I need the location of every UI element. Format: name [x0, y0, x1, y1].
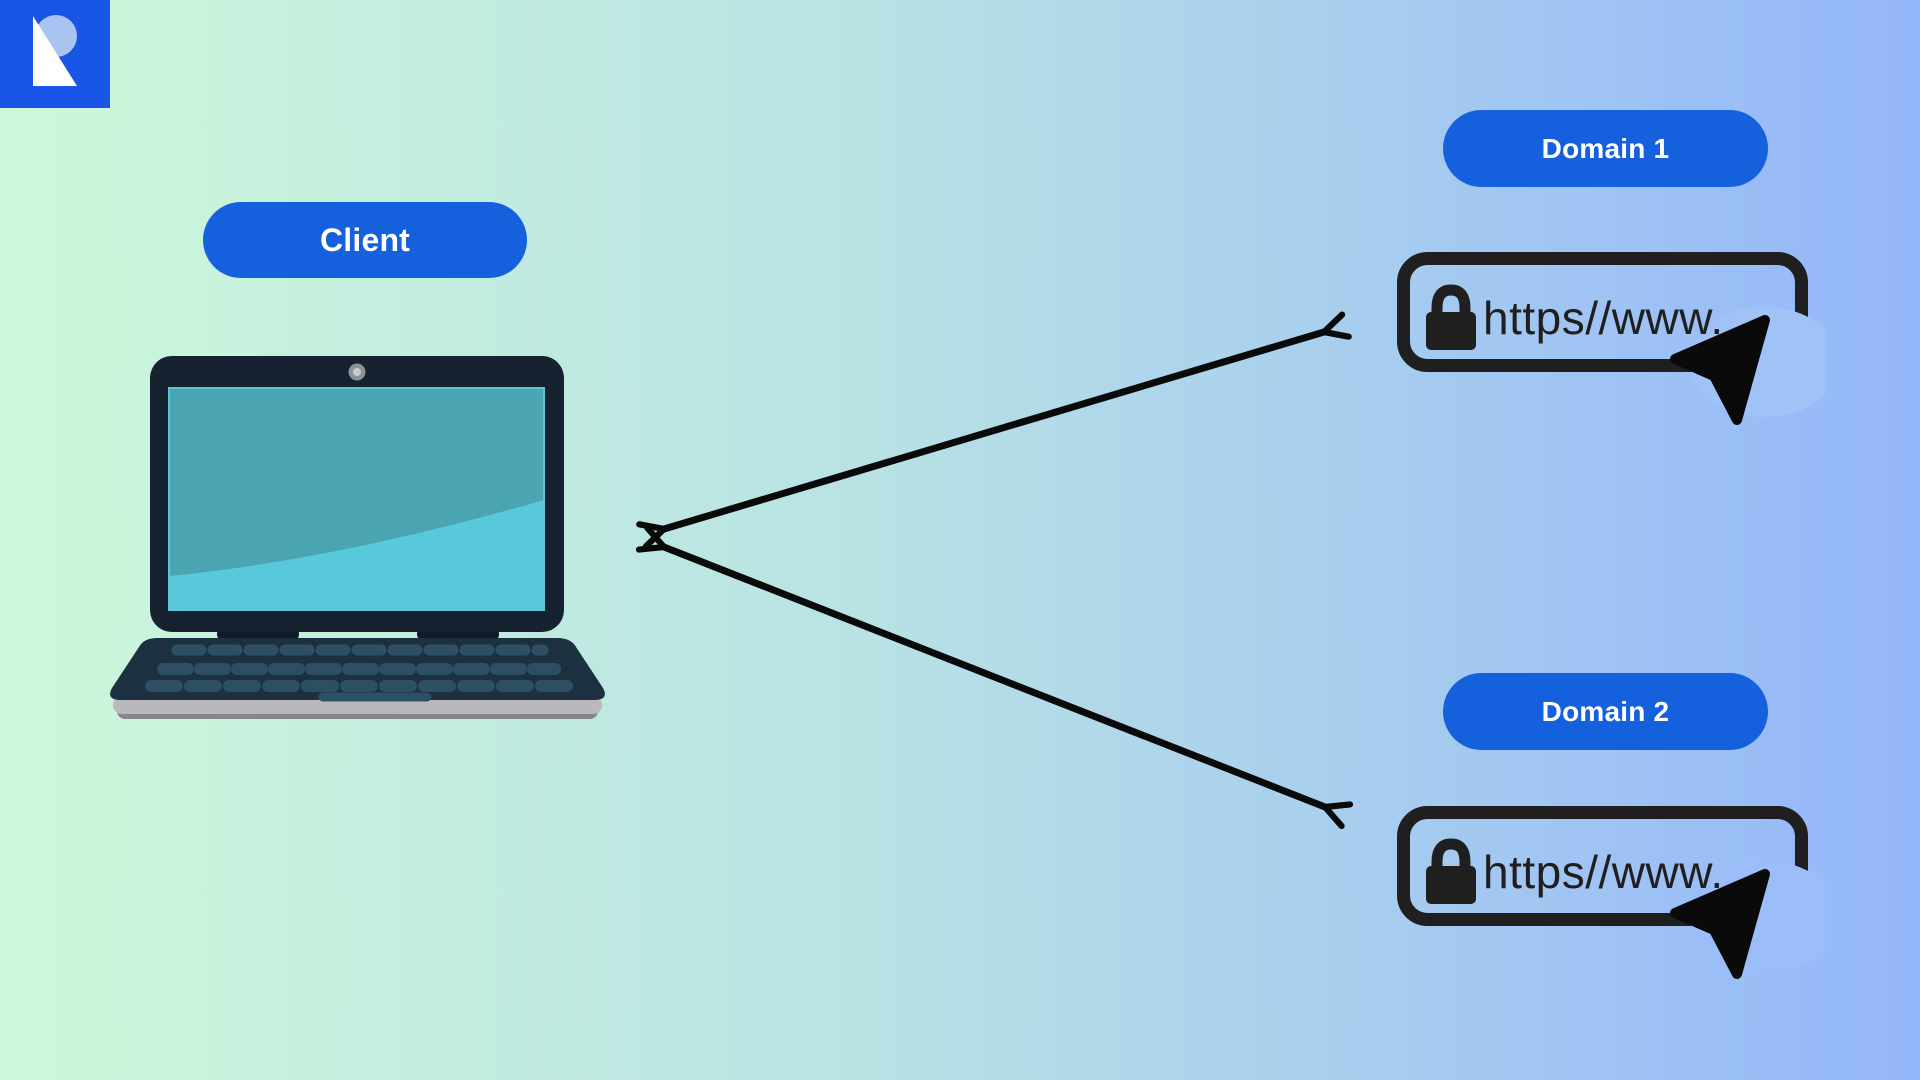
lock-icon	[1426, 312, 1476, 350]
mouse-cursor-icon	[1670, 869, 1770, 979]
domain1-label: Domain 1	[1541, 132, 1670, 164]
laptop-bottom-edge	[113, 696, 602, 714]
screen-highlight	[169, 500, 544, 610]
url-bar-border	[1397, 806, 1808, 926]
url-text: https//www.	[1483, 846, 1724, 898]
lock-icon-shackle	[1431, 284, 1471, 316]
lock-icon-shackle	[1431, 838, 1471, 870]
webcam-lens	[353, 368, 361, 376]
client-label-pill: Client	[203, 202, 527, 278]
client-label: Client	[319, 221, 411, 258]
url-text: https//www.	[1483, 292, 1724, 344]
laptop-icon	[110, 356, 605, 719]
logo-triangle	[33, 16, 77, 86]
lock-icon	[1426, 866, 1476, 904]
domain1-url-bar: https//www.	[1397, 252, 1825, 425]
mouse-cursor-icon	[1670, 315, 1770, 425]
arrow-client-domain1	[636, 311, 1352, 550]
domain2-url-bar: https//www.	[1397, 806, 1825, 979]
domain2-label-pill: Domain 2	[1443, 673, 1768, 750]
arrow-client-domain2	[635, 524, 1354, 830]
brand-logo	[0, 0, 110, 108]
domain2-label: Domain 2	[1541, 695, 1670, 727]
domain1-label-pill: Domain 1	[1443, 110, 1768, 187]
url-bar-border	[1397, 252, 1808, 372]
